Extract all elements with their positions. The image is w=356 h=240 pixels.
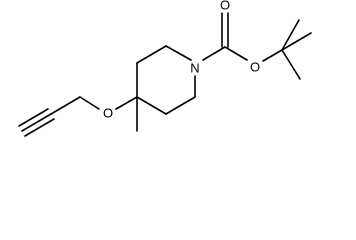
bond-ester-o-tbu [262, 49, 283, 62]
bond-c5-c6 [165, 96, 196, 115]
bond-ch2-alkyne [50, 96, 81, 115]
bond-ether-o-ch2 [79, 96, 100, 110]
bond-triple-b [18, 108, 49, 127]
bond-c4-c5 [136, 96, 167, 115]
bond-tbu-me1 [281, 32, 312, 51]
bond-carbonyl-ester-o [224, 46, 248, 61]
ester-oxygen-atom-label: O [250, 59, 260, 74]
bond-n-c2 [165, 45, 192, 61]
bond-n-carbonyl-carbon [202, 46, 226, 61]
bond-c4-ether-o [115, 96, 138, 110]
bond-triple-c [24, 118, 55, 137]
bond-tbu-me2 [281, 19, 300, 51]
molecule-structure-diagram: N O O O [18, 0, 312, 137]
nitrogen-atom-label: N [190, 60, 199, 75]
structure-svg: N O O O [18, 0, 312, 137]
bond-c2-c3 [136, 45, 167, 64]
carbonyl-oxygen-atom-label: O [220, 0, 230, 12]
bond-triple-a [21, 113, 52, 132]
ether-oxygen-atom-label: O [103, 105, 113, 120]
bond-tbu-me3 [281, 49, 301, 80]
